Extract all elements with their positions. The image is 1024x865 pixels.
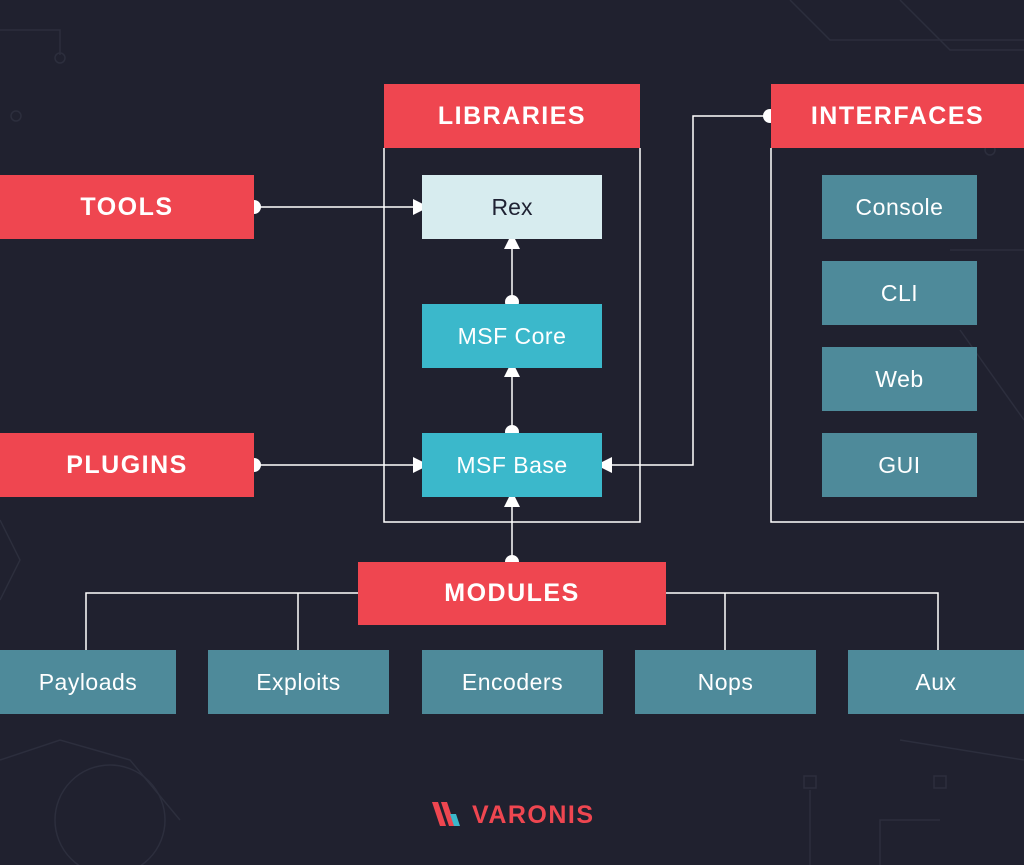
module-nops: Nops	[635, 650, 816, 714]
module-exploits: Exploits	[208, 650, 389, 714]
interface-gui: GUI	[822, 433, 977, 497]
interfaces-header: INTERFACES	[771, 84, 1024, 148]
arrow-into-base-left	[413, 457, 429, 473]
rex-box: Rex	[422, 175, 602, 239]
interfaces-frame	[770, 148, 1024, 523]
module-aux: Aux	[848, 650, 1024, 714]
tools-box: TOOLS	[0, 175, 254, 239]
modules-tree-left	[85, 592, 358, 650]
interface-console: Console	[822, 175, 977, 239]
varonis-logo: VARONIS	[432, 797, 595, 833]
arrow-into-rex	[413, 199, 429, 215]
brand-name: VARONIS	[472, 800, 595, 829]
module-payloads: Payloads	[0, 650, 176, 714]
interface-cli: CLI	[822, 261, 977, 325]
msf-base-box: MSF Base	[422, 433, 602, 497]
msf-core-box: MSF Core	[422, 304, 602, 368]
interfaces-to-base-line	[612, 115, 770, 466]
arrow-up-rex	[504, 233, 520, 249]
varonis-logo-icon	[432, 802, 460, 826]
frame-lines	[85, 115, 1024, 650]
arrowheads	[413, 199, 612, 507]
module-encoders: Encoders	[422, 650, 603, 714]
modules-header: MODULES	[358, 562, 666, 625]
arrow-up-core	[504, 361, 520, 377]
interface-web: Web	[822, 347, 977, 411]
modules-tree-right	[666, 592, 939, 650]
arrow-up-base	[504, 491, 520, 507]
plugins-box: PLUGINS	[0, 433, 254, 497]
libraries-header: LIBRARIES	[384, 84, 640, 148]
arrow-into-base-right	[596, 457, 612, 473]
